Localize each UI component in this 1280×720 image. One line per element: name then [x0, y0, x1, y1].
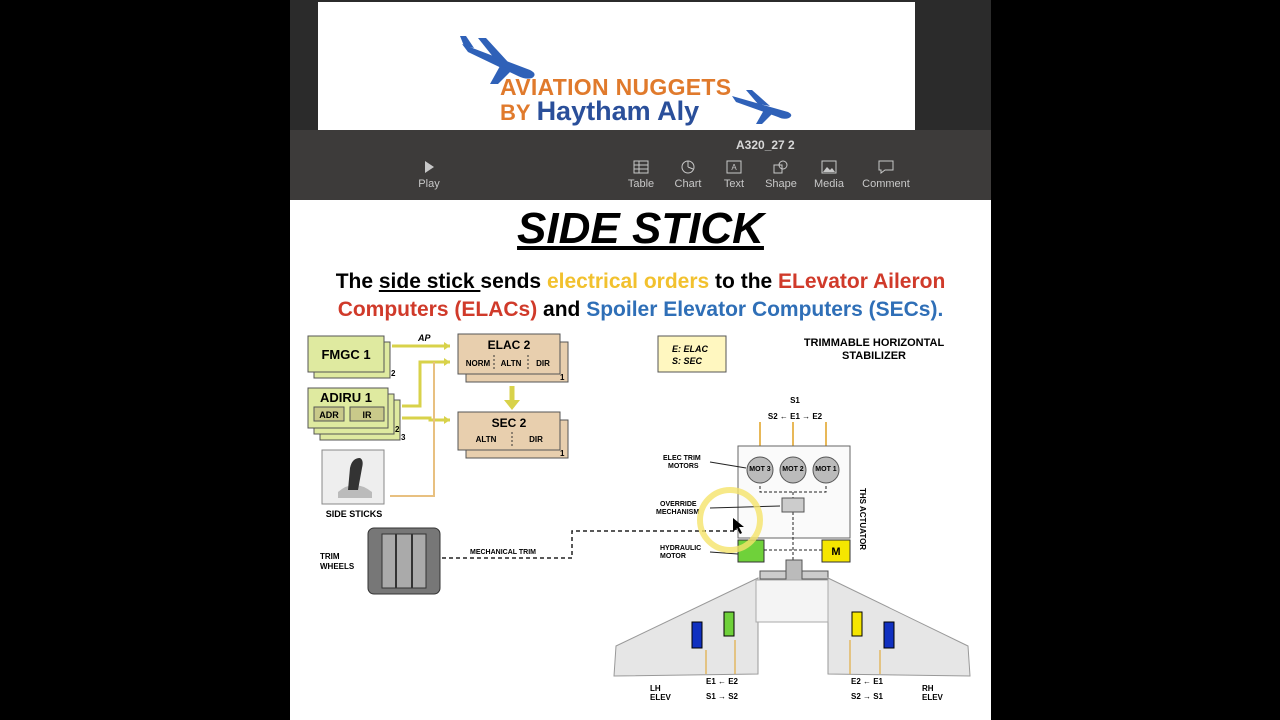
document-title: A320_27 2: [736, 138, 795, 152]
svg-text:MOTORS: MOTORS: [668, 463, 699, 470]
svg-text:STABILIZER: STABILIZER: [842, 350, 906, 362]
text-button[interactable]: A Text: [706, 160, 762, 190]
play-icon: [425, 161, 434, 173]
elec-trim-label: ELEC TRIM: [663, 455, 701, 462]
elac-norm: NORM: [466, 359, 491, 368]
media-button[interactable]: Media: [801, 160, 857, 190]
trim-wheels-label: TRIM: [320, 552, 340, 561]
fmgc-count: 2: [391, 369, 396, 378]
lh-elev-label: LH: [650, 684, 661, 693]
ths-supply-label: S2 ← E1 → E2: [768, 412, 823, 421]
comment-icon: [878, 160, 894, 174]
rh-elac-supply: E2 ← E1: [851, 677, 884, 686]
sec-dir: DIR: [529, 435, 543, 444]
banner-title: AVIATION NUGGETS: [500, 74, 732, 100]
elac-label: ELAC 2: [488, 338, 531, 352]
ths-title: TRIMMABLE HORIZONTAL: [804, 337, 945, 349]
rh-sec-supply: S2 → S1: [851, 692, 884, 701]
shape-icon: [773, 160, 788, 174]
fmgc-label: FMGC 1: [321, 347, 370, 362]
table-button[interactable]: Table: [613, 160, 669, 190]
mot1-label: MOT 1: [815, 466, 836, 473]
play-button[interactable]: Play: [401, 160, 457, 190]
elac-count: 1: [560, 373, 565, 382]
table-icon: [633, 160, 649, 174]
legend-sec: S: SEC: [672, 356, 703, 366]
airplane-icon: [460, 36, 535, 84]
adr-label: ADR: [319, 410, 339, 420]
text-icon: A: [726, 160, 742, 174]
svg-text:ELEV: ELEV: [650, 693, 672, 702]
svg-text:ELEV: ELEV: [922, 693, 944, 702]
adiru-label: ADIRU 1: [320, 390, 372, 405]
lh-elac-supply: E1 ← E2: [706, 677, 739, 686]
chart-button[interactable]: Chart: [660, 160, 716, 190]
svg-text:WHEELS: WHEELS: [320, 562, 355, 571]
svg-text:MOTOR: MOTOR: [660, 553, 686, 560]
app-toolbar: A320_27 2 Play Table Chart A Text Shape …: [290, 130, 991, 200]
media-icon: [821, 160, 837, 174]
side-sticks-label: SIDE STICKS: [326, 509, 383, 519]
chart-icon: [681, 160, 695, 174]
ir-label: IR: [363, 410, 373, 420]
sec-label: SEC 2: [492, 416, 527, 430]
yellow-motor-label: M: [831, 546, 840, 558]
sec-altn: ALTN: [476, 435, 497, 444]
airplane-icon-small: [732, 90, 792, 124]
hydraulic-motor-label: HYDRAULIC: [660, 545, 701, 552]
shape-button[interactable]: Shape: [753, 160, 809, 190]
legend-elac: E: ELAC: [672, 344, 709, 354]
mechanical-trim-label: MECHANICAL TRIM: [470, 549, 536, 556]
svg-text:A: A: [731, 163, 737, 172]
rh-elev-label: RH: [922, 684, 934, 693]
elac-altn: ALTN: [501, 359, 522, 368]
ths-s1-label: S1: [790, 396, 800, 405]
mot2-label: MOT 2: [782, 466, 803, 473]
flight-control-diagram: FMGC 1 2 ADIRU 1 ADR IR 2 3 AP: [307, 333, 971, 702]
mouse-cursor-icon: [733, 518, 744, 534]
slide-canvas[interactable]: SIDE STICK The side stick sends electric…: [290, 200, 991, 720]
ap-label: AP: [417, 333, 431, 343]
cursor-highlight: [697, 487, 763, 553]
ths-actuator-label: THS ACTUATOR: [858, 488, 867, 550]
sec-count: 1: [560, 449, 565, 458]
comment-button[interactable]: Comment: [858, 160, 914, 190]
slide-title: SIDE STICK: [517, 204, 764, 253]
elac-dir: DIR: [536, 359, 550, 368]
mot3-label: MOT 3: [749, 466, 770, 473]
adiru-count-2: 2: [395, 425, 400, 434]
adiru-count-3: 3: [401, 433, 406, 442]
svg-text:MECHANISM: MECHANISM: [656, 509, 699, 516]
lh-sec-supply: S1 → S2: [706, 692, 739, 701]
slide-subtitle: The side stick sends electrical orders t…: [335, 270, 946, 321]
override-label: OVERRIDE: [660, 501, 697, 508]
